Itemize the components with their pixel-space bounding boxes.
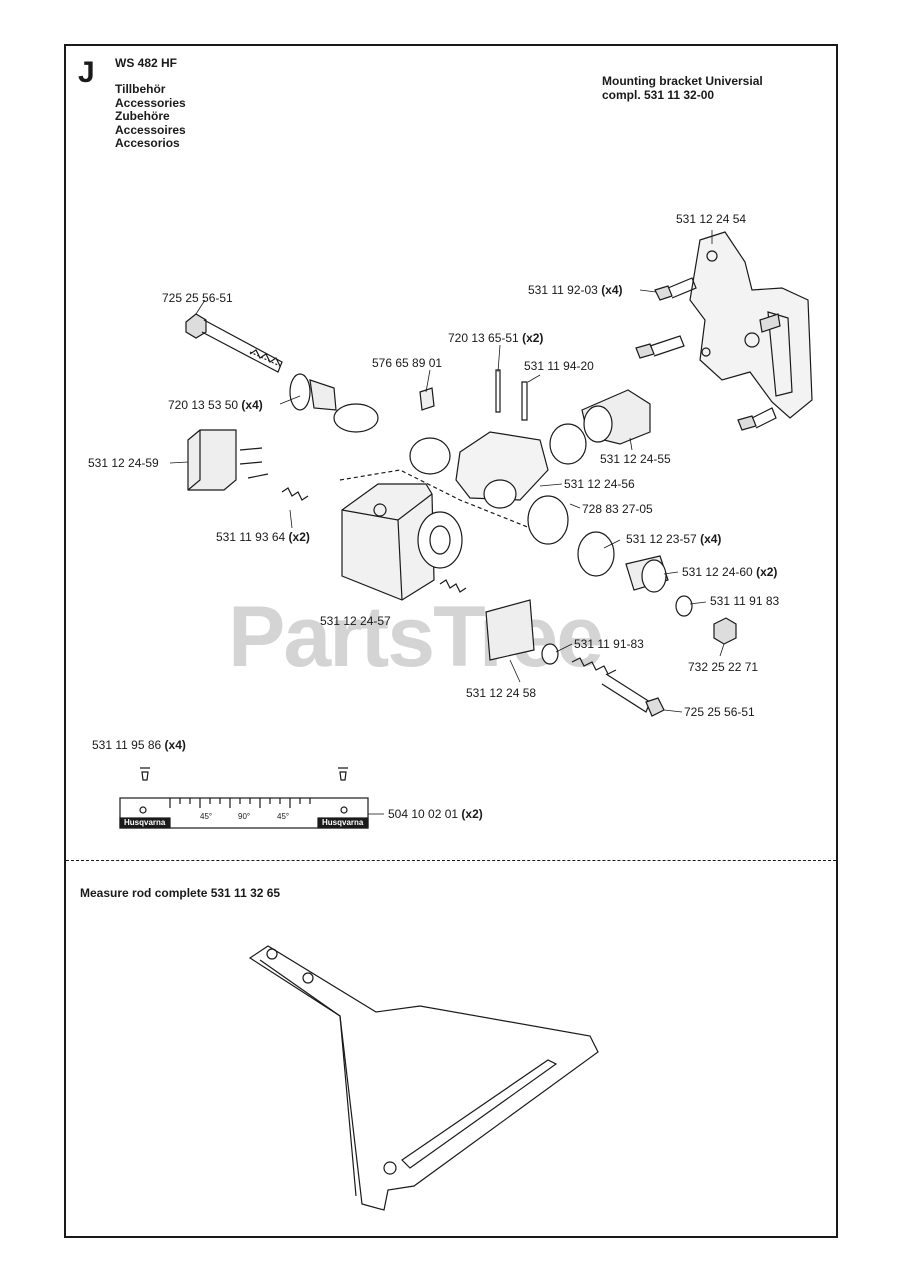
callout-c11[interactable]: 728 83 27-05 — [582, 502, 653, 516]
scale-brand-right: Husqvarna — [322, 818, 364, 827]
assembly-header: Mounting bracket Universial compl. 531 1… — [602, 74, 763, 102]
callout-c19[interactable]: 531 12 24 58 — [466, 686, 537, 700]
spring-part — [249, 349, 617, 675]
callout-c8[interactable]: 531 12 24-59 — [88, 456, 159, 470]
category-english: Accessories — [115, 95, 186, 110]
callout-c14[interactable]: 531 12 24-60 (x2) — [682, 565, 778, 579]
category-list: Tillbehör Accessories Zubehöre Accessoir… — [115, 82, 186, 151]
angle-scale-part — [119, 797, 369, 829]
callout-c17[interactable]: 531 11 91-83 — [574, 637, 644, 651]
section-letter: J — [78, 56, 95, 89]
callout-c9[interactable]: 531 12 24-55 — [600, 452, 671, 466]
page-frame — [64, 44, 838, 1238]
callout-c6[interactable]: 531 11 94-20 — [524, 359, 594, 373]
callout-c4[interactable]: 720 13 65-51 (x2) — [448, 331, 544, 345]
category-german: Zubehöre — [115, 109, 170, 123]
callout-c18[interactable]: 732 25 22 71 — [688, 660, 759, 674]
flange-part — [549, 389, 651, 465]
pin-part — [419, 369, 528, 421]
measure-rod-title: Measure rod complete 531 11 32 65 — [80, 886, 281, 900]
category-swedish: Tillbehör — [115, 82, 166, 96]
main-block-part — [339, 469, 561, 601]
scale-mark-right: 45° — [277, 812, 290, 821]
callout-c22[interactable]: 504 10 02 01 (x2) — [388, 807, 483, 821]
category-french: Accessoires — [115, 122, 186, 137]
callout-c2[interactable]: 531 11 92-03 (x4) — [528, 283, 623, 297]
callout-c16[interactable]: 531 12 24-57 — [320, 614, 391, 628]
side-bracket-part — [187, 429, 269, 491]
scale-brand-left: Husqvarna — [124, 818, 166, 827]
watermark: PartsTree — [228, 589, 604, 685]
mounting-plate-part — [689, 231, 813, 419]
lower-parts — [485, 531, 737, 717]
callout-c3[interactable]: 725 25 56-51 — [162, 291, 233, 305]
callout-c5[interactable]: 576 65 89 01 — [372, 356, 443, 370]
nut-part — [289, 373, 379, 433]
callout-c1[interactable]: 531 12 24 54 — [676, 212, 747, 226]
callout-c10[interactable]: 531 12 24-56 — [564, 477, 635, 491]
callout-c15[interactable]: 531 11 91 83 — [710, 594, 780, 608]
category-spanish: Accesorios — [115, 136, 180, 150]
assembly-number: compl. 531 11 32-00 — [602, 88, 715, 102]
callout-c20[interactable]: 725 25 56-51 — [684, 705, 755, 719]
callout-c21[interactable]: 531 11 95 86 (x4) — [92, 738, 186, 752]
model-name: WS 482 HF — [115, 56, 178, 70]
section-divider — [66, 860, 836, 861]
long-bolt-part — [185, 313, 283, 373]
screw-icon-pair — [140, 767, 348, 781]
callout-c13[interactable]: 531 12 23-57 (x4) — [626, 532, 722, 546]
scale-mark-center: 90° — [238, 812, 251, 821]
leader-lines — [169, 230, 725, 815]
tube-part — [409, 431, 569, 545]
callout-c12[interactable]: 531 11 93 64 (x2) — [216, 530, 310, 544]
callout-c7[interactable]: 720 13 53 50 (x4) — [168, 398, 263, 412]
bolt-part — [635, 277, 781, 431]
assembly-title: Mounting bracket Universial — [602, 74, 763, 88]
measure-rod-part — [248, 945, 599, 1211]
scale-mark-left: 45° — [200, 812, 213, 821]
